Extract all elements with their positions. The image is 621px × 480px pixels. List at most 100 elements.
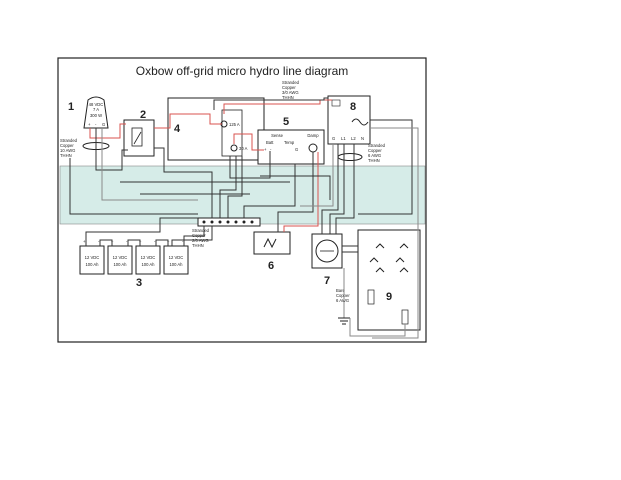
gen-pin-minus: - [95,122,97,127]
wire-batt-link-1 [99,239,113,246]
ground-wire-label-3: 6 AWG [336,298,349,303]
wire-30a-to-sense [233,133,264,151]
component-number-9: 9 [386,291,392,303]
gen-rating-volt: 48 VDC [89,102,104,107]
gen-rating-watt: 300 W [90,113,102,118]
wire-inverter-right [358,119,413,215]
inverter-8: 8 G L1 L2 N [327,95,371,161]
battery-a: 12 VDC 100 Ah + - [79,239,105,275]
generator-1: 1 48 VDC 7 A 300 W + - G [68,96,110,150]
wire-damp-red [283,152,319,232]
batt-subheader: Batt [266,140,274,145]
battery-d-volt: 12 VDC [169,255,184,260]
bus-wire-label-1: Stranded [192,228,210,233]
damp-header: Damp [307,133,319,138]
wire-batt-link-3 [155,239,169,246]
resistor-symbol [263,237,277,249]
wire-disc-negative [154,147,213,218]
component-number-4: 4 [174,123,181,135]
inv-terminal-l2: L2 [351,136,356,141]
inv-terminal-g: G [332,136,335,141]
gen-wire-label-1: Stranded [60,138,78,143]
component-number-2: 2 [140,109,146,121]
disconnect-switch [131,127,143,147]
wire-ctrl-to-bus-2 [227,156,243,218]
gen-wire-label-2: Copper [60,143,74,148]
wire-gen-positive [89,123,126,139]
wire-panel-ground [349,318,406,337]
wire-batt-link-2 [127,239,141,246]
wire-inv-l2 [329,144,345,234]
battery-d-minus: - [182,239,184,244]
battery-c: 12 VDC 100 Ah + - [135,239,161,275]
wire-disc-to-ctrl [154,113,222,129]
bus-terminal [250,220,254,224]
battery-b-case [107,245,133,275]
component-number-3: 3 [136,277,142,289]
ground-wire-label: Bare Copper 6 AWG [336,288,350,303]
battery-b-minus: - [126,239,128,244]
component-number-1: 1 [68,101,74,113]
wire-inv-n [335,144,355,234]
wire-inv-ground [300,144,334,207]
inv-terminal-l1: L1 [341,136,346,141]
wire-gen-ground [101,128,198,201]
wire-bus-to-batt-neg [183,226,205,246]
ctl-pin-minus: - [270,147,272,152]
wire-damp-to-dump [277,152,314,232]
ground-wire-label-2: Copper [336,293,350,298]
sense-header: Sense [271,133,284,138]
bus-wire-label-4: THHN [192,243,204,248]
gen-pin-ground: G [102,122,105,127]
battery-a-case [79,245,105,275]
gen-wire-label: Stranded Copper 10 AWG THHN [60,138,78,158]
battery-a-volt: 12 VDC [85,255,100,260]
battery-b-cap: 100 Ah [113,262,127,267]
gen-rating-amp: 7 A [93,107,99,112]
battery-c-volt: 12 VDC [141,255,156,260]
wire-left-loop [69,158,198,215]
right-wire-label-2: Copper [368,148,382,153]
disconnect-blade [133,131,142,145]
inverter-dc-terminal [331,99,341,107]
ac-wave-symbol [351,118,369,126]
wiring [69,97,419,339]
right-wire-label-3: 6 AWG [368,153,381,158]
wire-sense-neg [229,151,271,179]
bus-terminal [226,220,230,224]
controller-4: 4 125 A 30 A [167,97,265,161]
controller-box [167,97,265,161]
wire-bus-to-batt [171,226,213,246]
service-panel-box [357,229,421,331]
wire-inv-l1 [321,144,339,234]
battery-b: 12 VDC 100 Ah + - [107,239,133,275]
battery-b-volt: 12 VDC [113,255,128,260]
component-number-5: 5 [283,116,289,128]
top-wire-label-4: THHN [282,95,294,100]
wire-temp-to-bus [243,164,296,218]
neutral-bar [367,289,375,305]
right-wire-label-1: Stranded [368,143,386,148]
bus-terminal [234,220,238,224]
wire-ctrl-neg-inverter [213,97,328,110]
top-wire-label-3: 3/0 AWG [282,90,299,95]
dump-load-box [253,231,291,255]
bus-terminal [202,220,206,224]
top-wire-label-2: Copper [282,85,296,90]
battery-a-minus: - [98,239,100,244]
battery-c-cap: 100 Ah [141,262,155,267]
dump-load-6: 6 [253,231,291,272]
breaker-30a-symbol [230,144,238,152]
battery-a-cap: 100 Ah [85,262,99,267]
inv-terminal-n: N [361,136,364,141]
top-wire-label: Stranded Copper 3/0 AWG THHN [282,80,300,100]
component-number-8: 8 [350,101,356,113]
ground-bar [401,309,409,325]
ctl-pin-ground: G [295,147,298,152]
component-number-6: 6 [268,260,274,272]
battery-c-case [135,245,161,275]
battery-a-plus: + [83,239,86,244]
bus-terminal [210,220,214,224]
ground-wire-label-1: Bare [336,288,346,293]
